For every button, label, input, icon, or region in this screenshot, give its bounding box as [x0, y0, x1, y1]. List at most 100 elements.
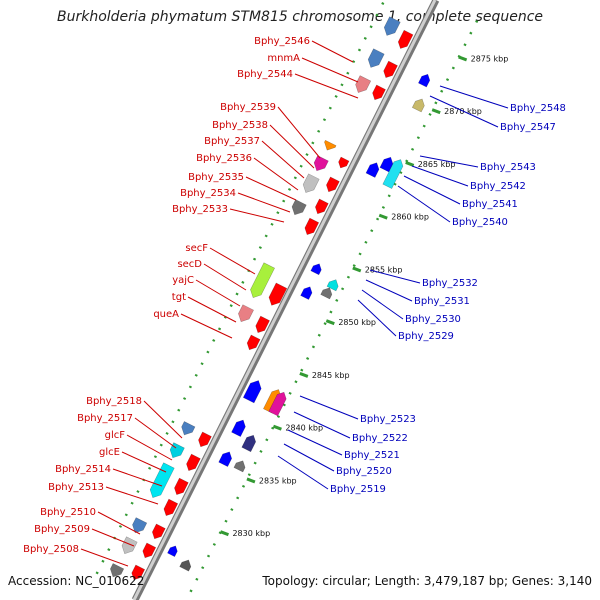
gene-shape	[110, 563, 125, 578]
leader-line-left	[261, 140, 305, 179]
gene-label-left: Bphy_2510	[40, 507, 96, 518]
gene-shape	[163, 498, 179, 516]
gene-block	[291, 199, 307, 216]
gene-label-left: Bphy_2513	[48, 482, 104, 493]
gene-shape	[246, 334, 261, 351]
tick-mark	[246, 477, 256, 484]
gene-shape	[255, 315, 270, 333]
leader-line-left	[229, 208, 285, 223]
gene-shape	[132, 517, 148, 534]
tick-mark	[405, 161, 415, 167]
tick-label: 2840 kbp	[285, 424, 323, 433]
gene-block	[324, 139, 337, 151]
gene-label-left: Bphy_2544	[237, 69, 293, 80]
gene-label-left: yajC	[172, 275, 194, 286]
forward-gene	[338, 156, 350, 169]
gene-shape	[268, 282, 288, 306]
gene-shape	[411, 98, 425, 113]
scale-track-right	[185, 20, 479, 600]
gene-shape	[365, 162, 380, 178]
gene-block	[250, 262, 275, 298]
leader-line-left	[209, 247, 256, 275]
leader-line-right	[357, 299, 397, 337]
gene-shape	[313, 155, 329, 172]
leader-line-right	[277, 455, 329, 490]
gene-block	[367, 48, 385, 68]
gene-block	[149, 462, 175, 498]
tick-label: 2870 kbp	[444, 107, 482, 116]
gene-shape	[233, 460, 246, 473]
gene-shape	[315, 198, 329, 215]
gene-block	[326, 279, 339, 292]
leader-line-left	[121, 451, 167, 473]
gene-block	[169, 442, 185, 459]
gene-shape	[174, 477, 189, 495]
gene-shape	[181, 421, 196, 436]
gene-shape	[326, 279, 339, 292]
reverse-gene	[365, 162, 380, 178]
forward-gene	[142, 542, 157, 559]
tick-label: 2865 kbp	[418, 160, 456, 169]
gene-shape	[186, 453, 201, 471]
tick-label: 2875 kbp	[471, 54, 509, 63]
gene-shape	[291, 199, 307, 216]
map-title: Burkholderia phymatum STM815 chromosome …	[56, 9, 543, 25]
leader-line-left	[105, 486, 159, 505]
forward-gene	[304, 217, 320, 235]
forward-gene	[315, 198, 329, 215]
leader-line-right	[299, 395, 359, 420]
gene-block	[238, 304, 254, 323]
gene-shape	[304, 217, 320, 235]
forward-gene	[174, 477, 189, 495]
gene-label-left: Bphy_2546	[254, 36, 310, 47]
leader-line-left	[126, 434, 173, 461]
tick-label: 2855 kbp	[365, 265, 403, 274]
leader-line-left	[187, 296, 237, 323]
forward-gene	[326, 176, 340, 193]
tick-mark	[299, 372, 309, 378]
gene-label-left: Bphy_2534	[180, 188, 236, 199]
gene-block	[302, 173, 320, 193]
gene-block	[121, 536, 138, 555]
tick-mark	[325, 319, 335, 326]
gene-block	[241, 434, 256, 453]
gene-shape	[268, 391, 287, 417]
gene-shape	[242, 380, 262, 404]
gene-label-right: Bphy_2531	[414, 296, 470, 307]
leader-line-right	[287, 429, 343, 456]
leader-line-left	[80, 548, 129, 567]
leader-line-left	[311, 40, 354, 63]
gene-shape	[302, 173, 320, 193]
leader-line-left	[180, 313, 233, 339]
gene-shape	[121, 536, 138, 555]
reverse-gene	[242, 380, 262, 404]
gene-shape	[152, 523, 166, 540]
tick-label: 2850 kbp	[338, 318, 376, 327]
gene-block	[320, 287, 333, 300]
tick-mark	[352, 266, 362, 273]
gene-label-right: Bphy_2547	[500, 122, 556, 133]
gene-shape	[231, 419, 246, 437]
leader-line-right	[365, 279, 413, 302]
gene-label-right: Bphy_2548	[510, 103, 566, 114]
leader-line-left	[277, 106, 321, 159]
leader-line-right	[369, 269, 421, 284]
gene-label-left: Bphy_2514	[55, 464, 111, 475]
gene-label-right: Bphy_2541	[462, 199, 518, 210]
forward-gene	[397, 29, 414, 49]
gene-shape	[320, 287, 333, 300]
gene-shape	[198, 431, 212, 448]
tick-label: 2860 kbp	[391, 213, 429, 222]
gene-label-left: Bphy_2537	[204, 136, 260, 147]
gene-shape	[149, 462, 175, 498]
gene-label-right: Bphy_2542	[470, 181, 526, 192]
reverse-gene	[300, 286, 313, 300]
gene-label-right: Bphy_2540	[452, 217, 508, 228]
gene-label-left: mnmA	[267, 53, 300, 64]
forward-gene	[163, 498, 179, 516]
tick-mark	[431, 108, 441, 115]
forward-gene	[246, 334, 261, 351]
forward-gene	[383, 60, 398, 78]
